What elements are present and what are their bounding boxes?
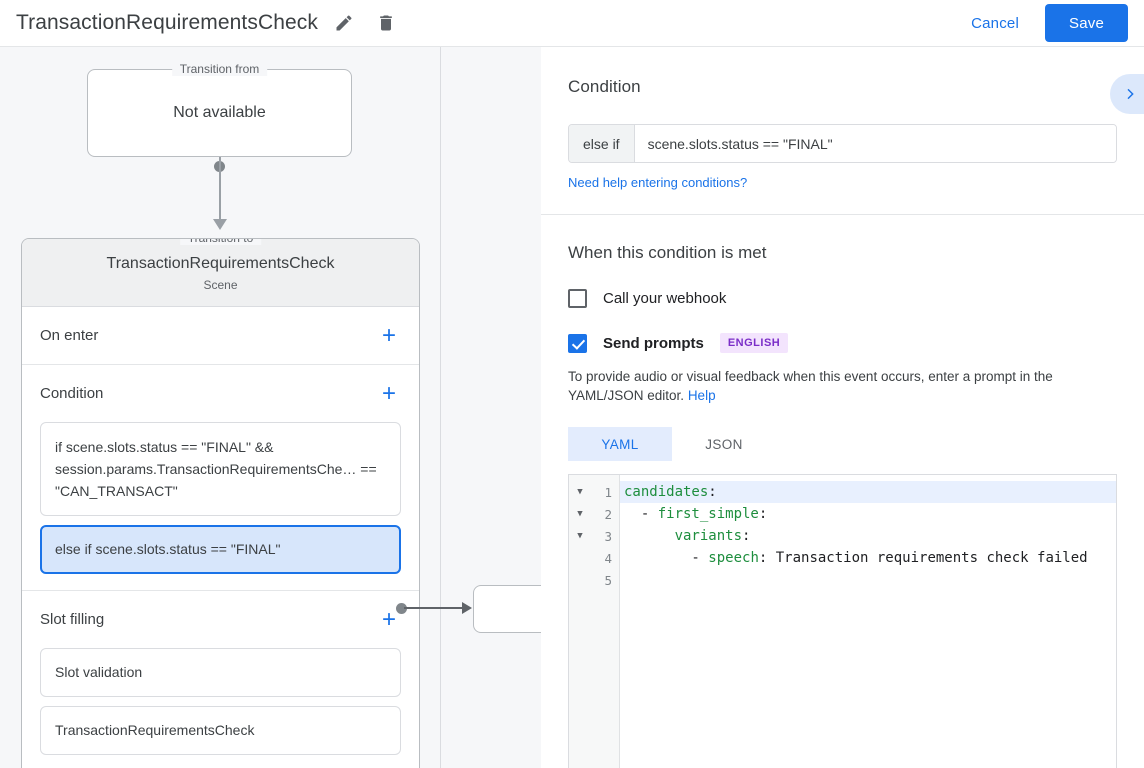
section-title-slot-filling: Slot filling	[40, 611, 105, 628]
transition-from-legend: Transition from	[171, 62, 268, 76]
add-on-enter-button[interactable]: +	[381, 321, 396, 349]
list-item[interactable]: Slot validation	[40, 648, 401, 697]
line-number: 4	[604, 550, 612, 566]
send-prompts-checkbox[interactable]	[568, 333, 587, 353]
section-title-condition: Condition	[40, 385, 104, 402]
canvas-divider	[440, 47, 441, 768]
send-prompts-checkbox-row[interactable]: Send prompts ENGLISH	[568, 333, 1117, 353]
transition-from-card[interactable]: Transition from Not available	[87, 62, 352, 157]
flow-arrow-head	[213, 219, 227, 230]
list-item[interactable]: if scene.slots.status == "FINAL" && sess…	[40, 422, 401, 516]
language-badge: ENGLISH	[719, 333, 789, 353]
add-slot-filling-button[interactable]: +	[381, 605, 396, 633]
fold-toggle-icon[interactable]: ▼	[577, 509, 583, 519]
condition-prefix-label: else if	[569, 125, 635, 162]
flow-arrow-line-right	[404, 607, 464, 609]
tab-json[interactable]: JSON	[705, 436, 743, 452]
send-prompts-label: Send prompts	[603, 334, 704, 352]
scene-header: TransactionRequirementsCheck Scene	[22, 239, 419, 307]
code-token: -	[624, 550, 709, 566]
editor-code-line[interactable]: variants:	[620, 525, 1116, 547]
list-item[interactable]: else if scene.slots.status == "FINAL"	[40, 525, 401, 574]
code-token: candidates	[624, 484, 709, 500]
condition-heading: Condition	[568, 77, 641, 96]
line-number: 2	[604, 506, 612, 522]
editor-line-number: ▼3	[569, 525, 619, 547]
save-button[interactable]: Save	[1045, 4, 1128, 42]
editor-code-line[interactable]: candidates:	[620, 481, 1116, 503]
transition-from-value: Not available	[173, 104, 266, 121]
cancel-button[interactable]: Cancel	[959, 7, 1031, 40]
code-token: variants	[674, 528, 743, 544]
editor-line-number: 4	[569, 547, 619, 569]
condition-expression-input[interactable]: scene.slots.status == "FINAL"	[634, 125, 1116, 162]
list-item[interactable]: TransactionRequirementsCheck	[40, 706, 401, 755]
transition-to-legend: Transition to	[179, 239, 262, 245]
fold-toggle-icon[interactable]: ▼	[577, 487, 583, 497]
code-token: :	[758, 506, 768, 522]
code-token: -	[624, 506, 658, 522]
line-number: 3	[604, 528, 612, 544]
prompts-description: To provide audio or visual feedback when…	[568, 367, 1117, 405]
add-condition-button[interactable]: +	[381, 379, 396, 407]
editor-line-number: ▼2	[569, 503, 619, 525]
editor-line-number: ▼1	[569, 481, 619, 503]
trash-icon[interactable]	[370, 7, 402, 39]
app-header: TransactionRequirementsCheck Cancel Save	[0, 0, 1144, 47]
flow-connector-dot-right	[396, 603, 407, 614]
webhook-checkbox[interactable]	[568, 289, 587, 308]
section-on-enter: On enter +	[22, 307, 419, 365]
editor-code-line[interactable]	[620, 569, 1116, 591]
editor-code-line[interactable]: - speech: Transaction requirements check…	[620, 547, 1116, 569]
flow-arrow-head-right	[462, 602, 472, 614]
transition-to-card[interactable]: Transition to TransactionRequirementsChe…	[21, 238, 420, 768]
code-token: :	[742, 528, 751, 544]
line-number: 1	[604, 484, 612, 500]
section-condition: Condition + if scene.slots.status == "FI…	[22, 365, 419, 591]
webhook-checkbox-row[interactable]: Call your webhook	[568, 289, 1117, 308]
tab-yaml[interactable]: YAML	[568, 427, 672, 461]
prompts-description-text: To provide audio or visual feedback when…	[568, 369, 1053, 403]
section-title-on-enter: On enter	[40, 327, 99, 344]
chevron-right-icon[interactable]	[1110, 74, 1144, 114]
when-met-heading: When this condition is met	[568, 243, 767, 262]
pencil-icon[interactable]	[328, 7, 360, 39]
flow-arrow-line	[219, 157, 221, 225]
page-title: TransactionRequirementsCheck	[16, 11, 318, 34]
condition-expression-field[interactable]: else if scene.slots.status == "FINAL"	[568, 124, 1117, 163]
editor-code-line[interactable]: - first_simple:	[620, 503, 1116, 525]
line-number: 5	[604, 572, 612, 588]
condition-help-link[interactable]: Need help entering conditions?	[568, 175, 748, 190]
section-body-condition: if scene.slots.status == "FINAL" && sess…	[40, 422, 401, 590]
scene-name: TransactionRequirementsCheck	[106, 255, 335, 272]
section-body-slot-filling: Slot validation TransactionRequirementsC…	[40, 648, 401, 768]
code-token: speech	[708, 550, 759, 566]
fold-toggle-icon[interactable]: ▼	[577, 531, 583, 541]
code-token: :	[708, 484, 717, 500]
section-header-on-enter: On enter +	[40, 307, 401, 364]
section-slot-filling: Slot filling + Slot validation Transacti…	[22, 591, 419, 768]
editor-format-tabs: YAML JSON	[568, 427, 1117, 461]
code-token: : Transaction requirements check failed	[758, 550, 1088, 566]
scene-type: Scene	[203, 278, 238, 292]
when-condition-met-section: When this condition is met Call your web…	[541, 215, 1144, 768]
details-panel: Condition else if scene.slots.status == …	[541, 47, 1144, 768]
code-token	[624, 528, 675, 544]
section-header-condition: Condition +	[40, 365, 401, 422]
editor-code-area[interactable]: candidates: - first_simple: variants: - …	[620, 475, 1116, 768]
flow-canvas[interactable]: Transition from Not available Transition…	[0, 47, 541, 768]
section-header-slot-filling: Slot filling +	[40, 591, 401, 648]
webhook-label: Call your webhook	[603, 290, 727, 307]
editor-line-number: 5	[569, 569, 619, 591]
prompts-help-link[interactable]: Help	[687, 388, 716, 403]
condition-section: Condition else if scene.slots.status == …	[541, 47, 1144, 215]
code-token: first_simple	[657, 506, 759, 522]
next-node-card[interactable]	[473, 585, 541, 633]
